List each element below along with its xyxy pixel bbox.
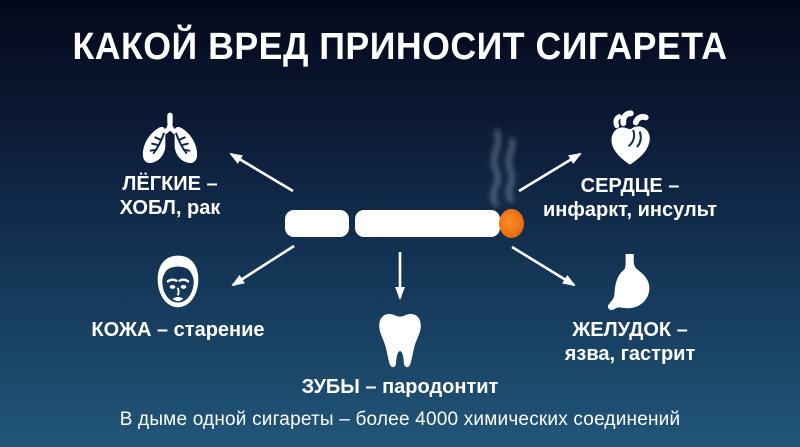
stomach-icon xyxy=(607,254,650,311)
harm-item-label: КОЖА – старение xyxy=(91,319,265,341)
cigarette-filter xyxy=(285,210,349,237)
smoke-wisps xyxy=(490,129,516,207)
footer-note: В дыме одной сигареты – более 4000 химич… xyxy=(119,409,681,430)
harm-item-label: ЗУБЫ – пародонтит xyxy=(301,376,499,398)
cigarette-lit-tip xyxy=(499,209,524,238)
tooth-icon xyxy=(379,313,421,368)
harm-item-sublabel: инфаркт, инсульт xyxy=(542,198,718,221)
harm-item-label: СЕРДЦЕ – xyxy=(580,175,680,197)
harm-item-heart: СЕРДЦЕ – инфаркт, инсульт xyxy=(540,110,720,222)
harm-item-sublabel: ХОБЛ, рак xyxy=(119,196,221,219)
heart-icon xyxy=(611,110,650,165)
harm-item-label: ЖЕЛУДОК – xyxy=(572,319,688,341)
harm-item-lungs: ЛЁГКИЕ – ХОБЛ, рак xyxy=(95,112,245,220)
harm-item-stomach: ЖЕЛУДОК – язва, гастрит xyxy=(535,254,725,366)
harm-item-skin: КОЖА – старение xyxy=(68,254,288,343)
page-title: КАКОЙ ВРЕД ПРИНОСИТ СИГАРЕТА xyxy=(72,26,728,68)
harm-item-label: ЛЁГКИЕ – xyxy=(122,173,218,195)
lungs-icon xyxy=(142,112,198,164)
harm-item-sublabel: язва, гастрит xyxy=(564,342,696,365)
cigarette-illustration xyxy=(285,209,525,238)
face-icon xyxy=(157,255,199,308)
harm-item-teeth: ЗУБЫ – пародонтит xyxy=(300,312,500,400)
cigarette-body xyxy=(355,210,500,237)
